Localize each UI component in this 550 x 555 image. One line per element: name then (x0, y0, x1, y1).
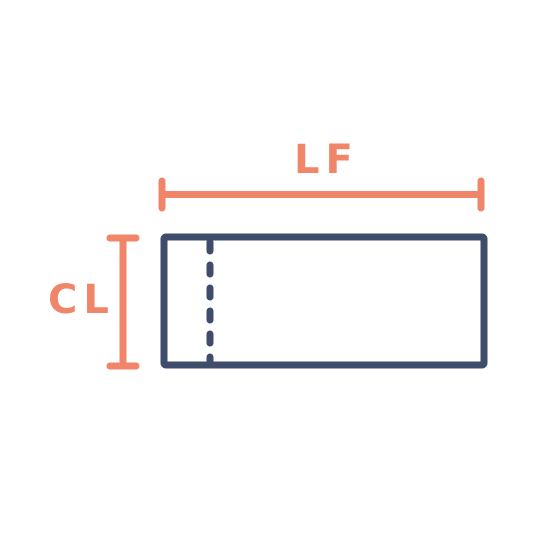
length-dimension-line (158, 177, 485, 212)
panel-outline (160, 233, 488, 369)
length-label: LF (294, 137, 359, 183)
height-label: CL (48, 277, 115, 323)
height-dimension-line (106, 234, 140, 370)
